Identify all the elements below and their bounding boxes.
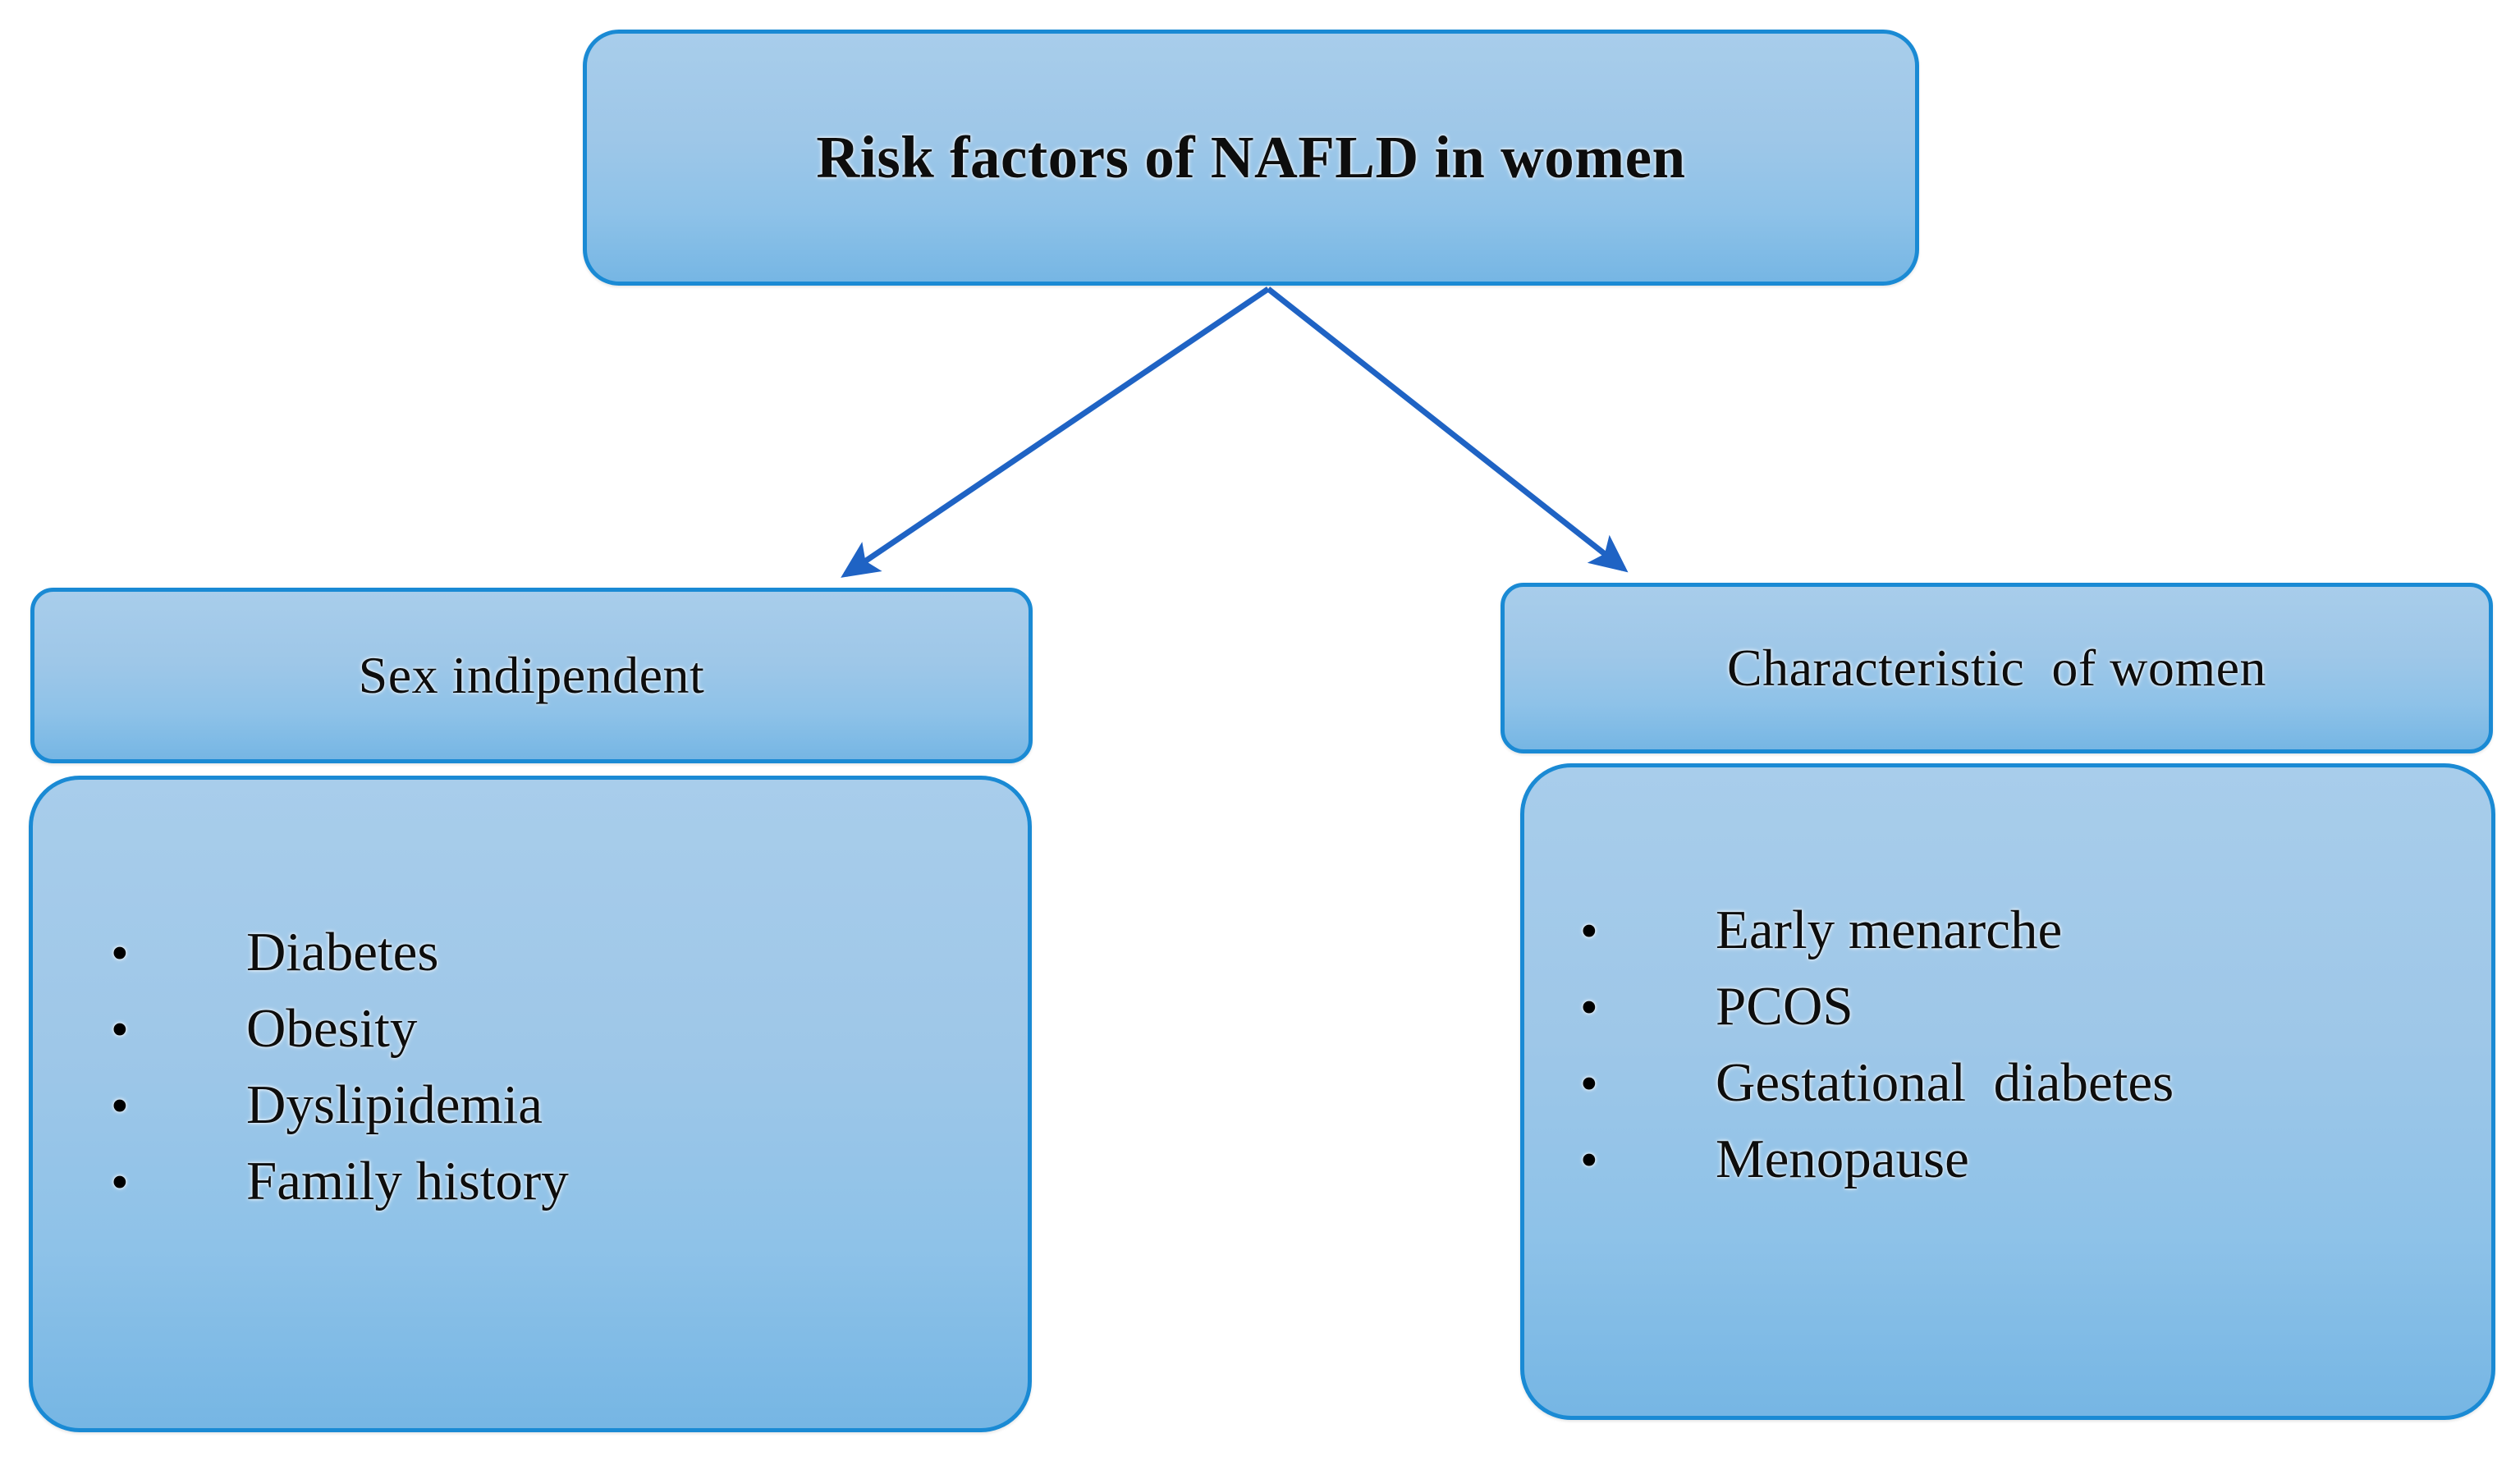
arrow-root-to-right	[1266, 286, 1629, 573]
root-node-label: Risk factors of NAFLD in women	[816, 124, 1686, 190]
list-item-label: Obesity	[246, 998, 418, 1059]
list-item[interactable]: • PCOS	[1580, 975, 2174, 1051]
list-item[interactable]: • Diabetes	[111, 921, 569, 997]
list-item-label: Gestational diabetes	[1716, 1052, 2174, 1113]
list-item-label: Dyslipidemia	[246, 1074, 543, 1135]
list-item[interactable]: • Gestational diabetes	[1580, 1051, 2174, 1128]
list-item-label: Menopause	[1716, 1129, 1969, 1189]
root-node-risk-factors[interactable]: Risk factors of NAFLD in women	[583, 30, 1919, 286]
branch-body-characteristic-of-women[interactable]: • Early menarche • PCOS • Gestational di…	[1520, 763, 2495, 1420]
branch-header-characteristic-of-women[interactable]: Characteristic of women	[1501, 583, 2493, 753]
branch-header-label-characteristic-of-women: Characteristic of women	[1726, 639, 2267, 697]
bullet-icon: •	[111, 1078, 129, 1134]
list-item[interactable]: • Obesity	[111, 997, 569, 1074]
branch-header-label-sex-independent: Sex indipendent	[358, 646, 705, 704]
list-item-label: Family history	[246, 1151, 569, 1211]
bullet-icon: •	[1580, 1056, 1598, 1112]
bullet-icon: •	[111, 1002, 129, 1058]
bullet-icon: •	[111, 1155, 129, 1211]
bullet-icon: •	[111, 926, 129, 982]
bullet-icon: •	[1580, 980, 1598, 1036]
branch-header-sex-independent[interactable]: Sex indipendent	[30, 588, 1033, 763]
list-item-label: Diabetes	[246, 922, 439, 982]
bullet-icon: •	[1580, 904, 1598, 959]
list-item[interactable]: • Menopause	[1580, 1128, 2174, 1204]
list-item-label: Early menarche	[1716, 900, 2063, 960]
bullet-list-sex-independent: • Diabetes • Obesity • Dyslipidemia • Fa…	[111, 921, 569, 1226]
bullet-list-characteristic-of-women: • Early menarche • PCOS • Gestational di…	[1580, 899, 2174, 1204]
list-item-label: PCOS	[1716, 976, 1853, 1037]
list-item[interactable]: • Family history	[111, 1150, 569, 1226]
arrow-root-to-left	[841, 286, 1270, 578]
branch-body-sex-independent[interactable]: • Diabetes • Obesity • Dyslipidemia • Fa…	[29, 776, 1032, 1432]
list-item[interactable]: • Early menarche	[1580, 899, 2174, 975]
list-item[interactable]: • Dyslipidemia	[111, 1074, 569, 1150]
bullet-icon: •	[1580, 1133, 1598, 1188]
